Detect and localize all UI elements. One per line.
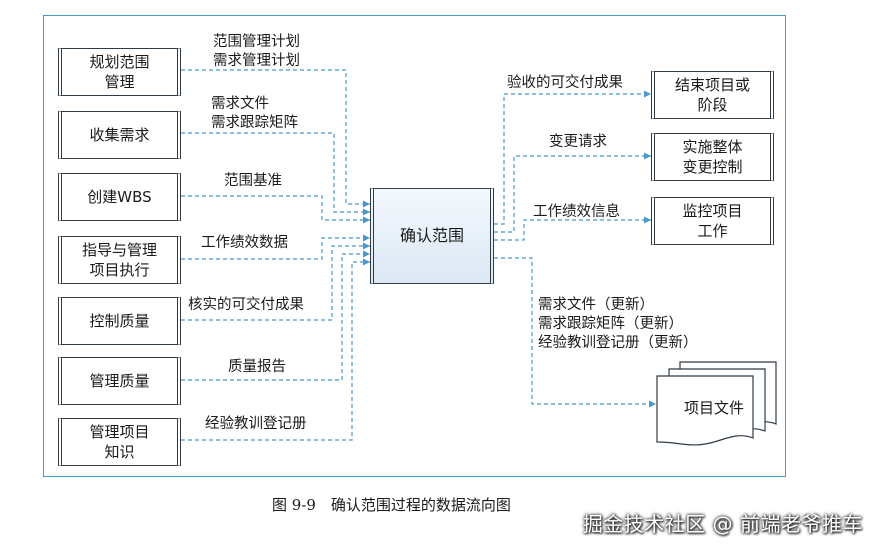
arrow-input-1 <box>181 69 370 208</box>
arrow-input-3 <box>181 195 370 224</box>
process-manage-project-knowledge: 管理项目 知识 <box>58 418 181 466</box>
arrow-input-6 <box>181 250 370 381</box>
flow-label-change-requests: 变更请求 <box>549 134 607 150</box>
arrow-output-3 <box>494 216 651 241</box>
process-validate-scope: 确认范围 <box>370 188 494 284</box>
watermark: 掘金技术社区 @ 前端老爷推车 <box>582 512 863 536</box>
process-plan-scope-management: 规划范围 管理 <box>58 48 181 96</box>
arrow-input-2 <box>181 132 370 216</box>
flow-label-requirements-documents: 需求文件 需求跟踪矩阵 <box>211 96 298 131</box>
figure-caption: 图 9-9 确认范围过程的数据流向图 <box>272 496 511 514</box>
arrow-output-1 <box>494 90 651 225</box>
project-documents-icon <box>656 361 777 446</box>
process-control-quality: 控制质量 <box>58 297 181 345</box>
flow-label-document-updates: 需求文件（更新） 需求跟踪矩阵（更新） 经验教训登记册（更新） <box>538 297 698 351</box>
flow-label-verified-deliverables: 核实的可交付成果 <box>188 297 304 313</box>
process-direct-manage-project-work: 指导与管理 项目执行 <box>58 236 181 284</box>
process-collect-requirements: 收集需求 <box>58 111 181 159</box>
process-manage-quality: 管理质量 <box>58 357 181 405</box>
arrow-output-2 <box>494 152 651 233</box>
flow-label-work-performance-data: 工作绩效数据 <box>201 235 288 251</box>
process-close-project-or-phase: 结束项目或 阶段 <box>651 71 774 119</box>
flow-label-scope-baseline: 范围基准 <box>224 173 282 189</box>
project-documents-label: 项目文件 <box>683 399 744 417</box>
flow-label-lessons-learned-register: 经验教训登记册 <box>205 416 307 432</box>
arrow-input-7 <box>181 258 370 441</box>
arrow-output-4 <box>494 257 656 408</box>
process-perform-integrated-change-control: 实施整体 变更控制 <box>651 133 774 181</box>
flow-label-accepted-deliverables: 验收的可交付成果 <box>507 75 623 91</box>
diagram-frame <box>43 15 786 477</box>
process-create-wbs: 创建WBS <box>58 173 181 221</box>
flow-label-scope-requirements-plans: 范围管理计划 需求管理计划 <box>213 34 300 69</box>
flow-label-quality-reports: 质量报告 <box>228 359 286 375</box>
arrow-input-4 <box>181 234 370 260</box>
process-monitor-control-project-work: 监控项目 工作 <box>651 197 774 245</box>
flow-label-work-performance-information: 工作绩效信息 <box>533 204 620 220</box>
